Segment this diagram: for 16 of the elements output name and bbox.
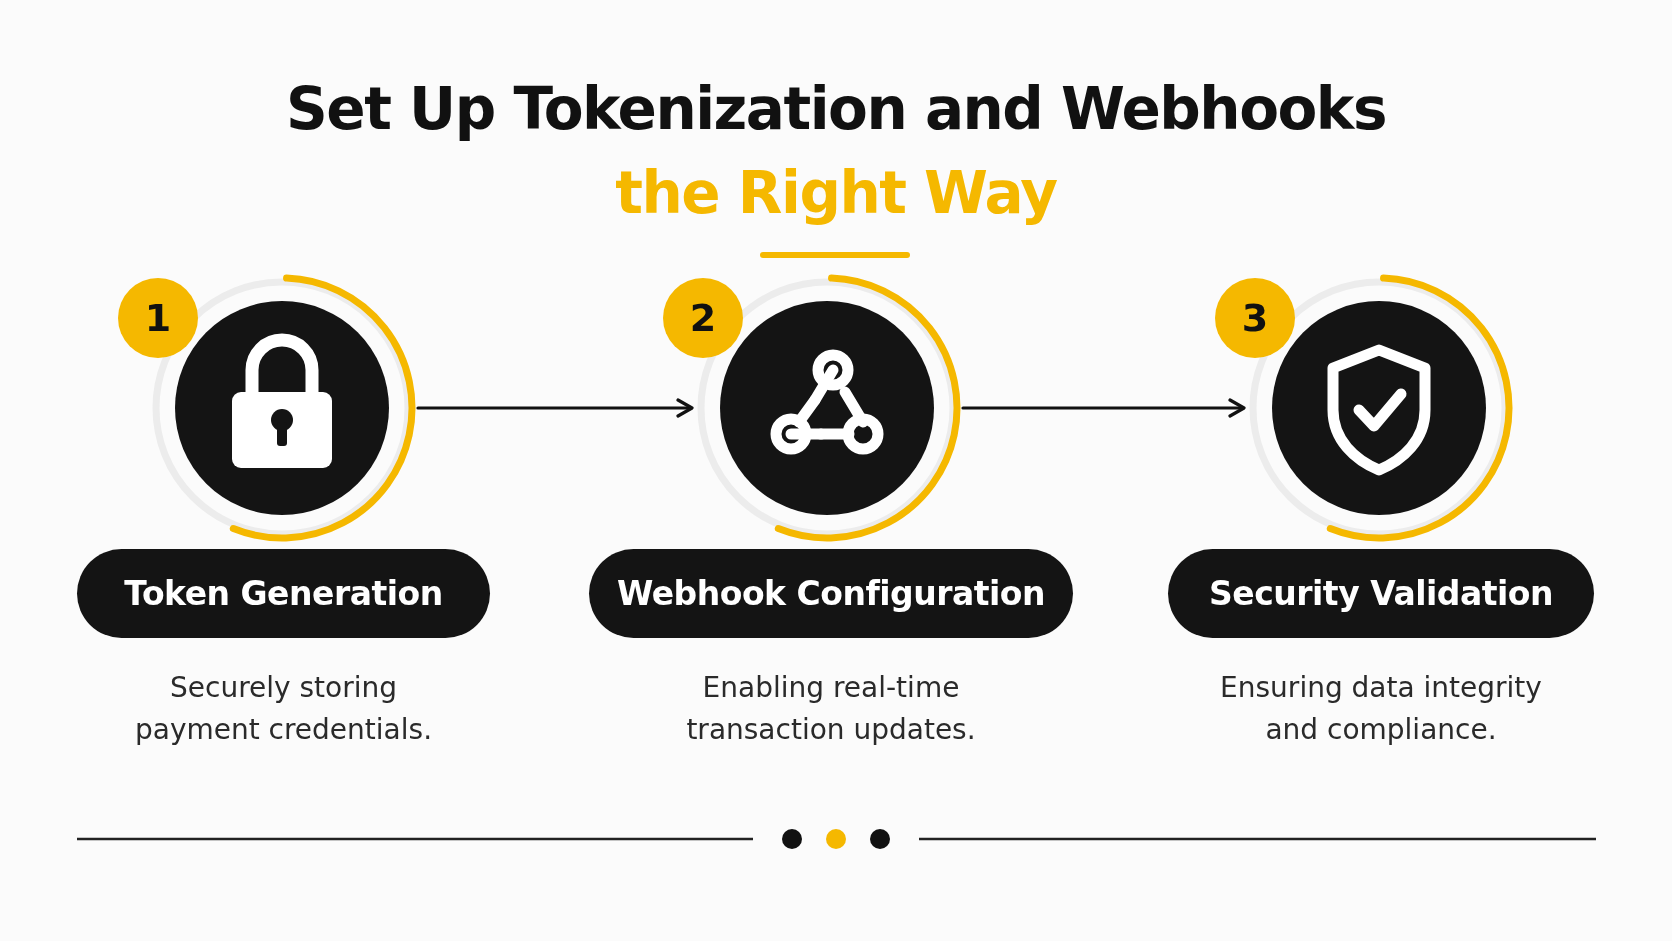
- step-description: Securely storing payment credentials.: [133, 670, 434, 748]
- icon-circle: [175, 301, 389, 515]
- step-number-badge: 1: [118, 278, 198, 358]
- step-number-badge: 2: [663, 278, 743, 358]
- icon-circle: [1272, 301, 1486, 515]
- arrow: [961, 398, 1246, 418]
- icon-circle: [720, 301, 934, 515]
- step-description: Ensuring data integrity and compliance.: [1219, 670, 1543, 748]
- step-number-badge: 3: [1215, 278, 1295, 358]
- step-pill: Token Generation: [77, 549, 490, 638]
- arrow: [416, 398, 694, 418]
- step-description: Enabling real-time transaction updates.: [685, 670, 977, 748]
- step-pill: Security Validation: [1168, 549, 1594, 638]
- title: Set Up Tokenization and Webhooks: [285, 78, 1387, 142]
- step-pill: Webhook Configuration: [589, 549, 1073, 638]
- subtitle: the Right Way: [614, 162, 1058, 226]
